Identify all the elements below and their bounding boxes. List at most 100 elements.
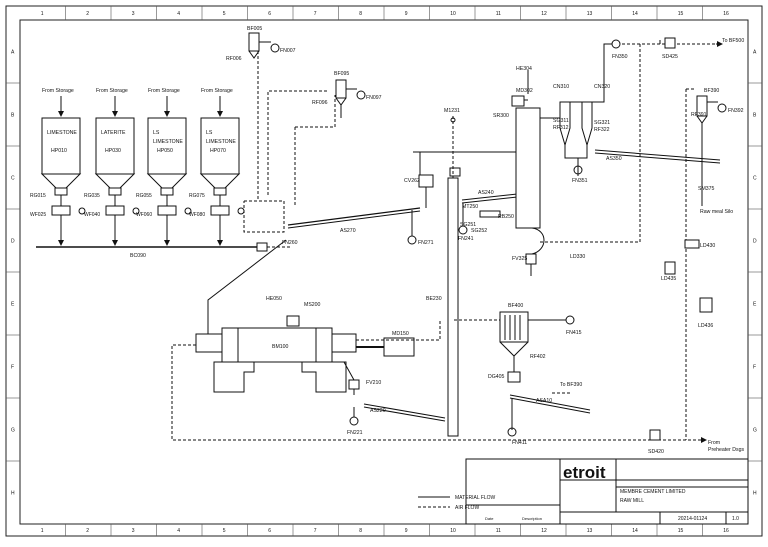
border-row-left-H: H bbox=[11, 491, 15, 497]
sd420 bbox=[649, 429, 661, 441]
tag-rf006: RF006 bbox=[226, 56, 242, 62]
fn415-fan bbox=[565, 315, 575, 325]
tag-fn392: FN392 bbox=[728, 108, 744, 114]
border-col-bottom-16: 16 bbox=[723, 528, 729, 534]
feeder-tag: WF040 bbox=[84, 212, 100, 218]
border-row-left-A: A bbox=[11, 50, 15, 56]
tag-as350: AS350 bbox=[606, 156, 622, 162]
border-row-left-C: C bbox=[11, 176, 15, 182]
fv325 bbox=[525, 253, 537, 265]
border-col-top-1: 1 bbox=[41, 11, 44, 17]
tag-to-bf500: To BF500 bbox=[722, 38, 744, 44]
cn310-cyclone bbox=[559, 101, 571, 147]
fn007-fan bbox=[270, 43, 280, 53]
tag-fv210: FV210 bbox=[366, 380, 381, 386]
tag-fn007: FN007 bbox=[280, 48, 296, 54]
legend-material-label: MATERIAL FLOW bbox=[455, 495, 496, 501]
border-col-bottom-7: 7 bbox=[314, 528, 317, 534]
tag-as270: AS270 bbox=[340, 228, 356, 234]
tag-sg251: SG251 bbox=[460, 222, 476, 228]
as270-airslide bbox=[287, 207, 421, 226]
border-col-top-9: 9 bbox=[405, 11, 408, 17]
border-col-bottom-10: 10 bbox=[450, 528, 456, 534]
border-col-top-12: 12 bbox=[541, 11, 547, 17]
border-col-top-6: 6 bbox=[268, 11, 271, 17]
fv210 bbox=[348, 379, 360, 390]
feeder-WF080 bbox=[210, 205, 230, 216]
bf390-filter bbox=[696, 95, 708, 117]
outer-frame bbox=[5, 5, 763, 537]
border-row-left-G: G bbox=[11, 428, 15, 434]
border-col-top-4: 4 bbox=[177, 11, 180, 17]
tag-fn351: FN351 bbox=[572, 178, 588, 184]
feeder-WF040 bbox=[105, 205, 125, 216]
tag-as220: AS220 bbox=[370, 408, 386, 414]
silo-material-label: LS bbox=[206, 130, 213, 136]
tag-fn260: FN260 bbox=[282, 240, 298, 246]
title-block bbox=[465, 458, 749, 525]
tag-from-precal2: Preheater Dsgs bbox=[708, 447, 744, 453]
tag-cn320: CN320 bbox=[594, 84, 610, 90]
tag-rf391: RF391 bbox=[691, 112, 707, 118]
tag-fv325: FV325 bbox=[512, 256, 527, 262]
mill-outlet bbox=[331, 333, 357, 353]
be230-elevator bbox=[447, 177, 459, 437]
fn411-fan bbox=[507, 427, 517, 437]
feeder-tag: WF080 bbox=[189, 212, 205, 218]
valve-RG055 bbox=[160, 187, 174, 196]
border-col-top-7: 7 bbox=[314, 11, 317, 17]
tag-fn415: FN415 bbox=[566, 330, 582, 336]
inner-frame bbox=[19, 19, 749, 525]
border-col-bottom-6: 6 bbox=[268, 528, 271, 534]
valve-tag: RG035 bbox=[84, 193, 100, 199]
tag-sg311: SG311 bbox=[553, 118, 569, 124]
tag-to-bf390: To BF390 bbox=[560, 382, 582, 388]
silo-HP010 bbox=[40, 96, 86, 246]
border-col-bottom-2: 2 bbox=[86, 528, 89, 534]
border-col-bottom-4: 4 bbox=[177, 528, 180, 534]
valve-tag: RG075 bbox=[189, 193, 205, 199]
md150-motor bbox=[383, 337, 415, 357]
border-col-bottom-5: 5 bbox=[223, 528, 226, 534]
tag-he304: HE304 bbox=[516, 66, 532, 72]
silo-tag: HP030 bbox=[105, 148, 121, 154]
tag-cn310: CN310 bbox=[553, 84, 569, 90]
tag-ld436: LD436 bbox=[698, 323, 713, 329]
silo-tag: HP010 bbox=[51, 148, 67, 154]
valve-tag: RG055 bbox=[136, 193, 152, 199]
silo-tag: HP050 bbox=[157, 148, 173, 154]
bm100-ball-mill bbox=[221, 327, 333, 363]
drawing-number: 20214-01124 bbox=[678, 516, 707, 522]
tag-he050: HE050 bbox=[266, 296, 282, 302]
tag-dg405: DG405 bbox=[488, 374, 505, 380]
feeder-WF060 bbox=[157, 205, 177, 216]
tag-fn271: FN271 bbox=[418, 240, 434, 246]
border-col-bottom-9: 9 bbox=[405, 528, 408, 534]
feed-hopper-outline bbox=[243, 200, 285, 233]
tag-bm100: BM100 bbox=[272, 344, 289, 350]
cn320-cyclone bbox=[581, 101, 593, 147]
ld430 bbox=[684, 239, 700, 249]
tag-sr300: SR300 bbox=[493, 113, 509, 119]
valve-RG015 bbox=[54, 187, 68, 196]
date-column-label: Date bbox=[485, 516, 494, 521]
brand-logo: etroit bbox=[563, 463, 606, 482]
silo-source-label: From Storage bbox=[148, 88, 180, 94]
valve-tag: RG015 bbox=[30, 193, 46, 199]
silo-material-label: LIMESTONE bbox=[47, 130, 77, 136]
sr300-separator bbox=[515, 107, 541, 229]
border-col-bottom-15: 15 bbox=[678, 528, 684, 534]
fn392-fan bbox=[717, 103, 727, 113]
silo-source-label: From Storage bbox=[96, 88, 128, 94]
tag-bf005: BF005 bbox=[247, 26, 262, 32]
fn350-fan bbox=[611, 39, 621, 49]
border-col-top-15: 15 bbox=[678, 11, 684, 17]
border-row-right-A: A bbox=[753, 50, 757, 56]
tag-rf312: RF312 bbox=[553, 125, 569, 131]
border-row-right-E: E bbox=[753, 302, 757, 308]
silo-material-label: LS bbox=[153, 130, 160, 136]
valve-RG075 bbox=[213, 187, 227, 196]
feeder-WF025 bbox=[51, 205, 71, 216]
